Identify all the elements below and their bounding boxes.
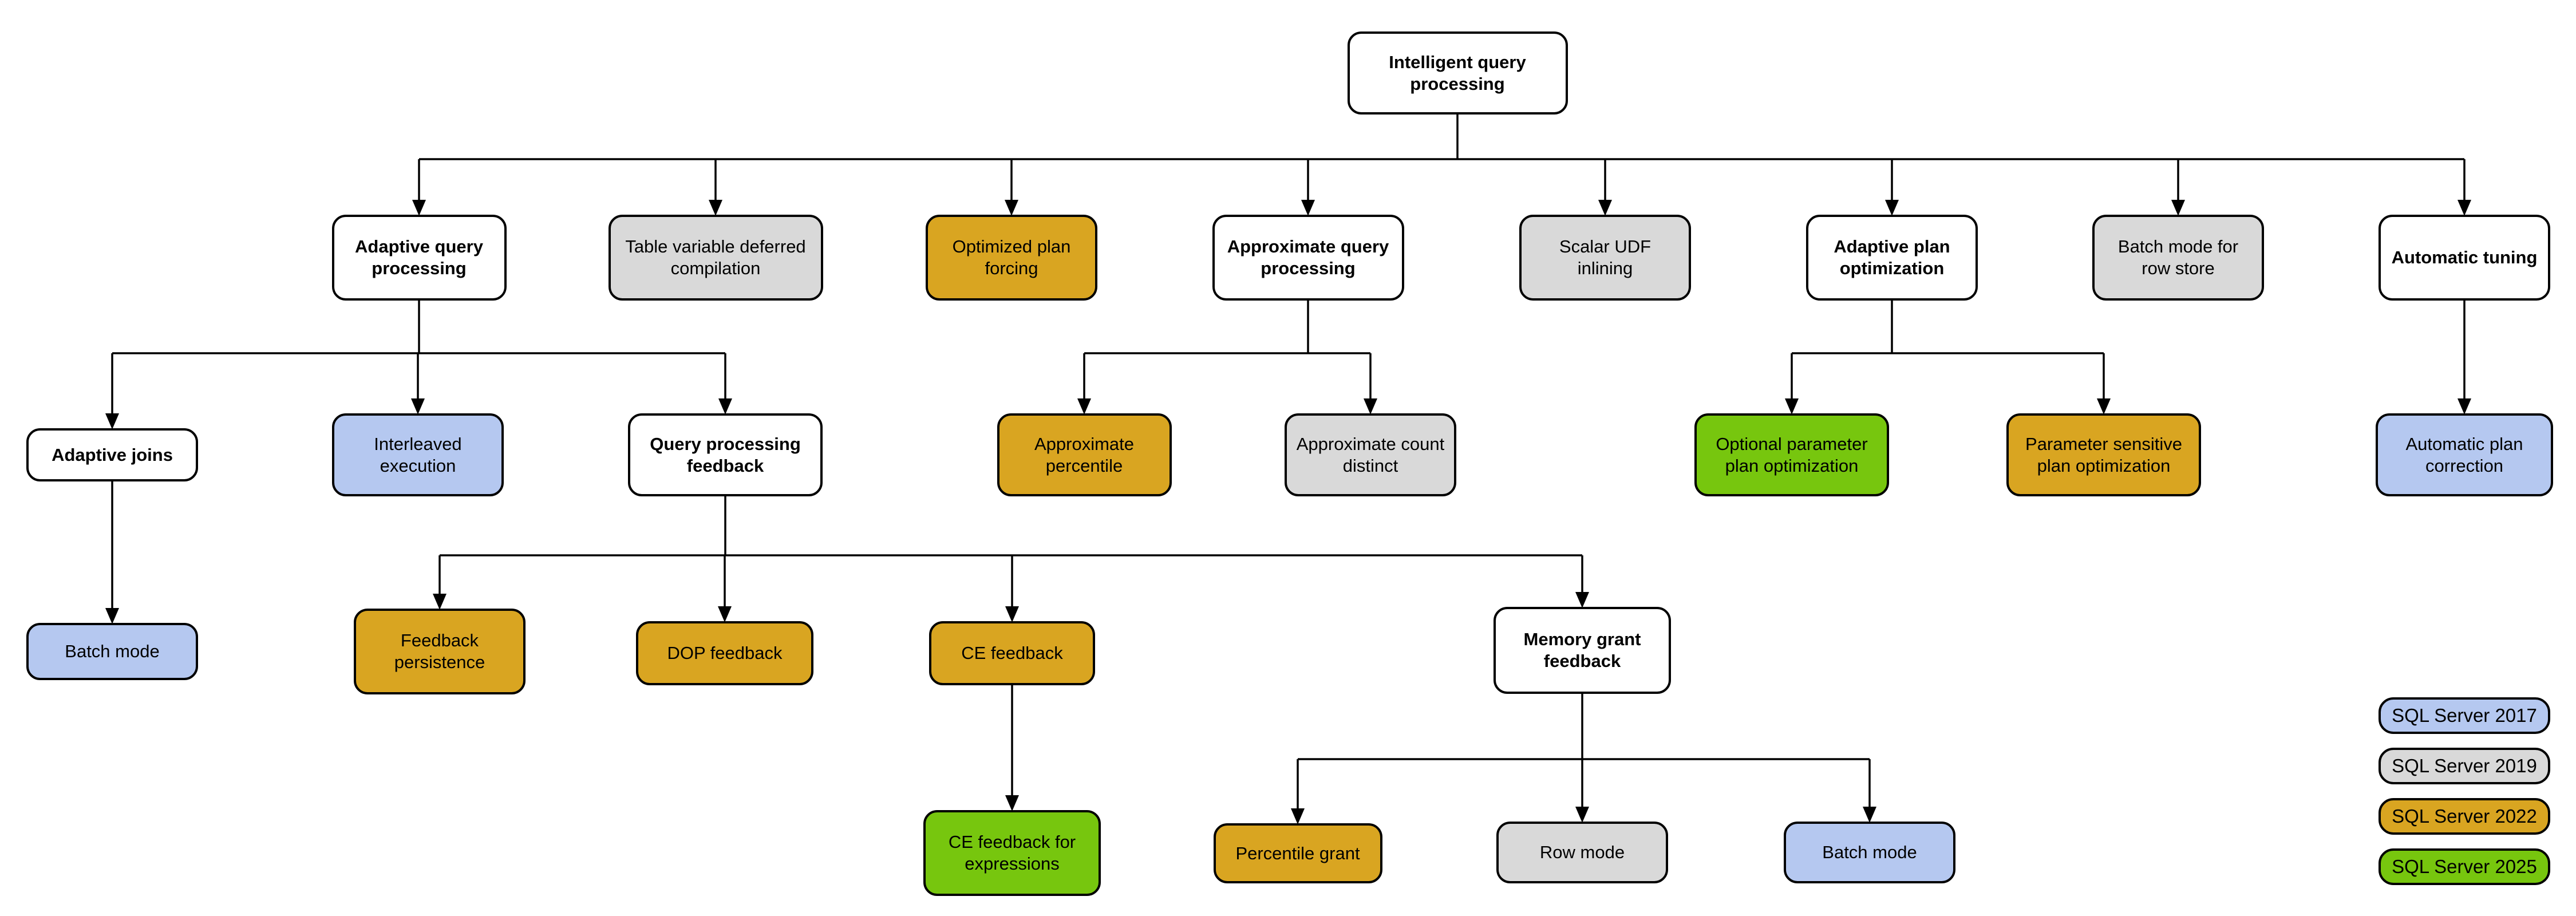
arrowhead-icon [433, 594, 447, 610]
legend-label: SQL Server 2017 [2392, 705, 2537, 726]
node-label: Adaptive plan optimization [1834, 236, 1950, 278]
node-label: Optional parameter plan optimization [1716, 433, 1868, 476]
arrowhead-icon [718, 606, 732, 622]
arrowhead-icon [1598, 200, 1612, 216]
arrowhead-icon [1005, 200, 1018, 216]
node-label: Interleaved execution [374, 433, 462, 476]
arrowhead-icon [1575, 592, 1589, 608]
node-adaptive-joins: Adaptive joins [26, 428, 198, 481]
node-label: Intelligent query processing [1389, 52, 1526, 94]
node-interleaved-execution: Interleaved execution [332, 413, 504, 496]
node-label: Memory grant feedback [1523, 629, 1641, 671]
legend-item-sql-server-2022: SQL Server 2022 [2379, 798, 2550, 835]
node-label: Adaptive joins [52, 444, 173, 465]
arrowhead-icon [2458, 200, 2471, 216]
node-label: Percentile grant [1235, 843, 1360, 863]
node-label: CE feedback [961, 643, 1063, 664]
arrowhead-icon [105, 608, 119, 624]
node-batch-mode-adaptive-joins: Batch mode [26, 623, 198, 680]
node-label: Optimized plan forcing [952, 236, 1071, 278]
node-table-variable-deferred-compilation: Table variable deferred compilation [608, 215, 823, 301]
node-label: Parameter sensitive plan optimization [2025, 433, 2182, 476]
node-label: Automatic tuning [2391, 247, 2538, 268]
node-label: Feedback persistence [394, 630, 485, 672]
node-feedback-persistence: Feedback persistence [354, 609, 526, 694]
arrowhead-icon [1785, 398, 1799, 414]
node-ce-feedback-for-expressions: CE feedback for expressions [923, 810, 1101, 896]
arrowhead-icon [1005, 795, 1019, 811]
node-label: Row mode [1539, 842, 1625, 863]
node-adaptive-query-processing: Adaptive query processing [331, 215, 507, 301]
arrowhead-icon [1575, 807, 1589, 823]
node-label: Batch mode [65, 641, 160, 662]
arrowhead-icon [2097, 398, 2111, 414]
node-adaptive-plan-optimization: Adaptive plan optimization [1806, 215, 1978, 301]
node-label: DOP feedback [667, 643, 783, 664]
node-approximate-percentile: Approximate percentile [997, 413, 1172, 496]
arrowhead-icon [1863, 807, 1876, 823]
node-optimized-plan-forcing: Optimized plan forcing [926, 215, 1097, 301]
legend-item-sql-server-2019: SQL Server 2019 [2379, 748, 2550, 784]
arrowhead-icon [2171, 200, 2185, 216]
node-label: Approximate percentile [1034, 433, 1135, 476]
legend-label: SQL Server 2025 [2392, 856, 2537, 877]
arrowhead-icon [412, 200, 426, 216]
legend-item-sql-server-2025: SQL Server 2025 [2379, 848, 2550, 885]
node-label: Table variable deferred compilation [625, 236, 806, 278]
node-memory-grant-feedback: Memory grant feedback [1494, 607, 1671, 694]
node-batch-mode-for-row-store: Batch mode for row store [2092, 215, 2264, 301]
arrowhead-icon [1291, 808, 1305, 824]
node-row-mode: Row mode [1496, 822, 1668, 883]
node-dop-feedback: DOP feedback [636, 621, 813, 685]
node-label: Automatic plan correction [2405, 433, 2523, 476]
node-optional-parameter-plan-optimization: Optional parameter plan optimization [1694, 413, 1889, 496]
node-automatic-plan-correction: Automatic plan correction [2376, 413, 2553, 496]
arrowhead-icon [1077, 398, 1091, 414]
arrowhead-icon [411, 398, 425, 414]
arrowhead-icon [1364, 398, 1377, 414]
node-parameter-sensitive-plan-optimization: Parameter sensitive plan optimization [2006, 413, 2201, 496]
node-percentile-grant: Percentile grant [1213, 823, 1382, 883]
arrowhead-icon [1301, 200, 1315, 216]
node-ce-feedback: CE feedback [929, 621, 1095, 685]
node-label: Scalar UDF inlining [1559, 236, 1652, 278]
node-approximate-count-distinct: Approximate count distinct [1285, 413, 1456, 496]
node-approximate-query-processing: Approximate query processing [1212, 215, 1404, 301]
node-label: Batch mode [1822, 842, 1917, 863]
node-query-processing-feedback: Query processing feedback [628, 413, 823, 496]
node-scalar-udf-inlining: Scalar UDF inlining [1519, 215, 1691, 301]
node-automatic-tuning: Automatic tuning [2379, 215, 2550, 301]
node-intelligent-query-processing: Intelligent query processing [1347, 31, 1568, 114]
arrowhead-icon [709, 200, 722, 216]
arrowhead-icon [2458, 398, 2471, 414]
node-label: Approximate query processing [1227, 236, 1389, 278]
legend-label: SQL Server 2019 [2392, 755, 2537, 776]
arrowhead-icon [1005, 606, 1019, 622]
arrowhead-icon [718, 398, 732, 414]
arrowhead-icon [105, 413, 119, 429]
node-label: Batch mode for row store [2117, 236, 2239, 278]
node-label: Query processing feedback [650, 433, 801, 476]
node-label: Adaptive query processing [355, 236, 483, 278]
node-label: Approximate count distinct [1296, 433, 1445, 476]
node-label: CE feedback for expressions [948, 832, 1076, 874]
node-batch-mode-memory-grant: Batch mode [1784, 822, 1955, 883]
arrowhead-icon [1885, 200, 1899, 216]
legend-item-sql-server-2017: SQL Server 2017 [2379, 697, 2550, 734]
legend-label: SQL Server 2022 [2392, 806, 2537, 827]
